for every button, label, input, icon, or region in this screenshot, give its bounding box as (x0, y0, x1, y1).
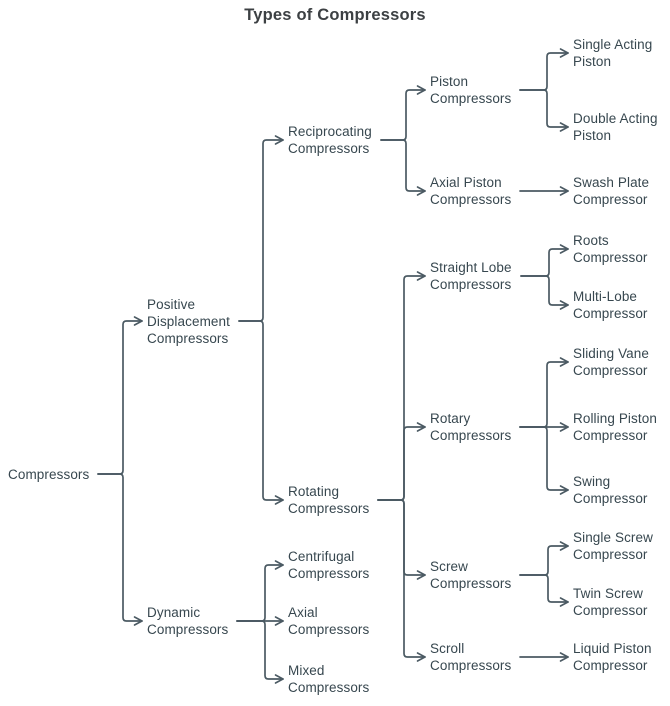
edge-positive-displacement-rotating (238, 320, 284, 505)
node-rotary: Rotary Compressors (430, 411, 512, 443)
node-sliding-vane: Sliding Vane Compressor (573, 346, 650, 378)
node-axial-piston: Axial Piston Compressors (430, 175, 512, 207)
diagram-title: Types of Compressors (244, 6, 426, 24)
edge-rotating-rotary (377, 422, 426, 501)
edge-straight-lobe-multi-lobe (520, 275, 569, 310)
node-centrifugal: Centrifugal Compressors (288, 549, 370, 581)
edge-dynamic-mixed (236, 620, 284, 684)
edge-screw-single-screw (519, 541, 569, 576)
edge-piston-single-acting (519, 48, 569, 91)
node-straight-lobe: Straight Lobe Compressors (430, 260, 512, 292)
node-single-acting: Single Acting Piston (573, 37, 653, 69)
node-screw: Screw Compressors (430, 559, 512, 591)
edge-compressors-dynamic (97, 473, 143, 626)
node-compressors: Compressors (8, 466, 90, 482)
node-piston: Piston Compressors (430, 74, 512, 106)
edge-reciprocating-axial-piston (380, 139, 426, 196)
edge-rotary-sliding-vane (519, 357, 569, 428)
edge-straight-lobe-roots (520, 244, 569, 277)
node-rolling-piston: Rolling Piston Compressor (573, 411, 657, 443)
node-rotating: Rotating Compressors (288, 484, 370, 516)
edge-positive-displacement-reciprocating (238, 135, 284, 322)
edge-compressors-positive-displacement (97, 316, 143, 475)
node-dynamic: Dynamic Compressors (147, 605, 229, 637)
node-mixed: Mixed Compressors (288, 663, 370, 695)
edge-rotating-screw (377, 499, 426, 580)
node-scroll: Scroll Compressors (430, 641, 512, 673)
node-swing: Swing Compressor (573, 474, 648, 506)
edge-screw-twin-screw (519, 574, 569, 607)
node-reciprocating: Reciprocating Compressors (288, 124, 372, 156)
node-swash-plate: Swash Plate Compressor (573, 175, 650, 207)
node-multi-lobe: Multi-Lobe Compressor (573, 289, 648, 321)
edge-rotating-straight-lobe (377, 271, 426, 501)
node-double-acting: Double Acting Piston (573, 111, 658, 143)
edge-rotating-scroll (377, 499, 426, 662)
edge-reciprocating-piston (380, 85, 426, 141)
node-twin-screw: Twin Screw Compressor (573, 586, 648, 618)
edge-dynamic-centrifugal (236, 560, 284, 622)
node-single-screw: Single Screw Compressor (573, 530, 653, 562)
node-roots: Roots Compressor (573, 233, 648, 265)
edge-rotary-swing (519, 426, 569, 495)
node-liquid-piston: Liquid Piston Compressor (573, 641, 652, 673)
node-axial-dynamic: Axial Compressors (288, 605, 370, 637)
edge-piston-double-acting (519, 89, 569, 132)
node-positive-displacement: Positive Displacement Compressors (147, 296, 230, 346)
